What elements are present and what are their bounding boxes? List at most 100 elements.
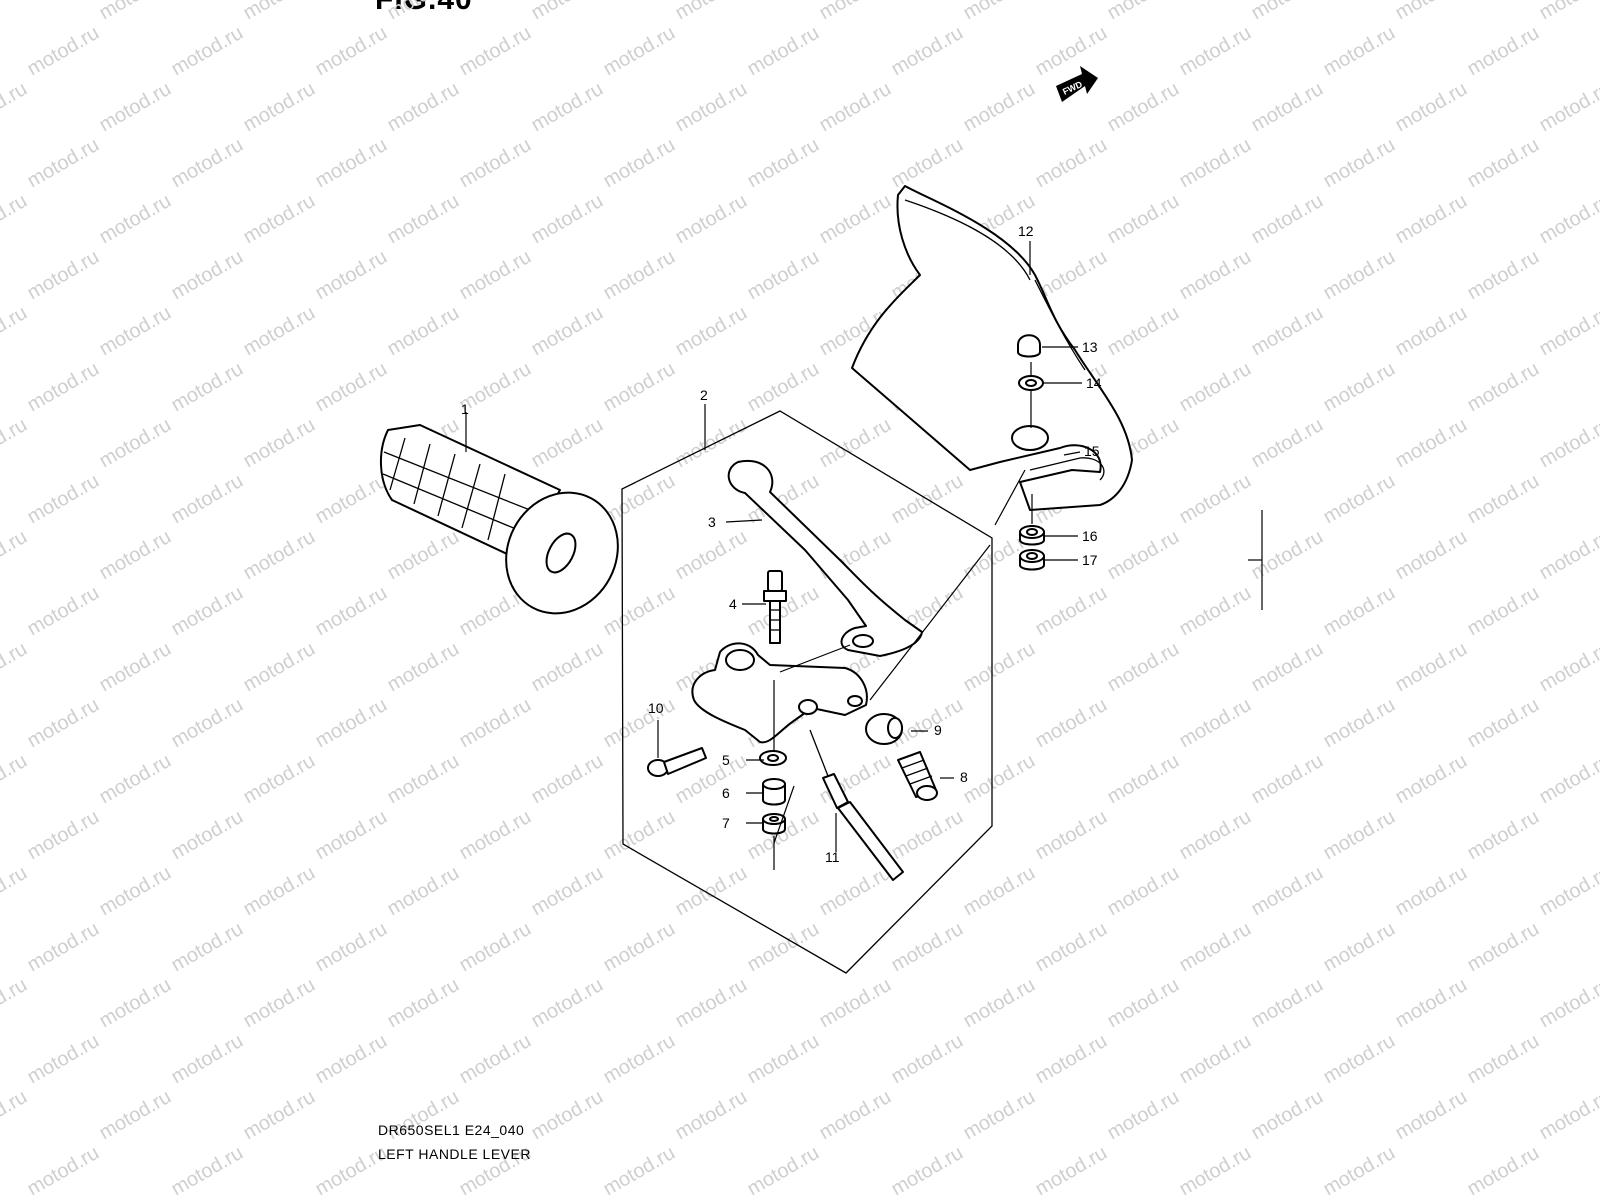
watermark-text: motod.ru bbox=[0, 190, 31, 249]
watermark-text: motod.ru bbox=[0, 78, 31, 137]
watermark-text: motod.ru bbox=[1320, 134, 1399, 193]
watermark-text: motod.ru bbox=[960, 862, 1039, 921]
callout-labels: 1 2 3 4 5 6 7 8 9 10 11 12 13 14 15 16 1… bbox=[461, 223, 1102, 865]
watermark-text: motod.ru bbox=[888, 1142, 967, 1200]
guard-nut-upper bbox=[1019, 525, 1045, 546]
watermark-text: motod.ru bbox=[1392, 526, 1471, 585]
watermark-text: motod.ru bbox=[456, 22, 535, 81]
watermark-text: motod.ru bbox=[168, 246, 247, 305]
watermark-text: motod.ru bbox=[816, 78, 895, 137]
guard-washer bbox=[1018, 375, 1044, 391]
callout-6: 6 bbox=[722, 785, 730, 801]
watermark-text: motod.ru bbox=[1176, 1142, 1255, 1200]
watermark-text: motod.ru bbox=[24, 1030, 103, 1089]
watermark-text: motod.ru bbox=[1392, 862, 1471, 921]
watermark-text: motod.ru bbox=[528, 638, 607, 697]
callout-17: 17 bbox=[1082, 552, 1098, 568]
watermark-text: motod.ru bbox=[312, 246, 391, 305]
watermark-text: motod.ru bbox=[1032, 1142, 1111, 1200]
watermark-text: motod.ru bbox=[456, 694, 535, 753]
callout-7: 7 bbox=[722, 815, 730, 831]
watermark-text: motod.ru bbox=[1104, 78, 1183, 137]
watermark-text: motod.ru bbox=[0, 638, 31, 697]
figure-name: LEFT HANDLE LEVER bbox=[378, 1146, 531, 1162]
watermark-text: motod.ru bbox=[672, 78, 751, 137]
callout-8: 8 bbox=[960, 769, 968, 785]
watermark-text: motod.ru bbox=[1248, 414, 1327, 473]
watermark-text: motod.ru bbox=[1392, 0, 1471, 24]
watermark-text: motod.ru bbox=[816, 190, 895, 249]
watermark-text: motod.ru bbox=[1248, 1086, 1327, 1145]
watermark-text: motod.ru bbox=[888, 918, 967, 977]
watermark-text: motod.ru bbox=[528, 190, 607, 249]
watermark-text: motod.ru bbox=[888, 134, 967, 193]
watermark-text: motod.ru bbox=[168, 694, 247, 753]
watermark-text: motod.ru bbox=[1536, 1086, 1600, 1145]
watermark-text: motod.ru bbox=[24, 1142, 103, 1200]
watermark-text: motod.ru bbox=[1320, 694, 1399, 753]
watermark-text: motod.ru bbox=[1176, 246, 1255, 305]
watermark-text: motod.ru bbox=[384, 750, 463, 809]
watermark-text: motod.ru bbox=[24, 806, 103, 865]
watermark-text: motod.ru bbox=[1320, 22, 1399, 81]
watermark-text: motod.ru bbox=[528, 750, 607, 809]
watermark-text: motod.ru bbox=[24, 22, 103, 81]
watermark-text: motod.ru bbox=[24, 134, 103, 193]
watermark-text: motod.ru bbox=[1392, 190, 1471, 249]
watermark-text: motod.ru bbox=[168, 1142, 247, 1200]
watermark-text: motod.ru bbox=[1392, 638, 1471, 697]
watermark-text: motod.ru bbox=[744, 246, 823, 305]
watermark-text: motod.ru bbox=[1176, 358, 1255, 417]
watermark-text: motod.ru bbox=[816, 0, 895, 24]
watermark-text: motod.ru bbox=[312, 22, 391, 81]
watermark-text: motod.ru bbox=[0, 862, 31, 921]
watermark-text: motod.ru bbox=[168, 134, 247, 193]
watermark-text: motod.ru bbox=[312, 806, 391, 865]
watermark-text: motod.ru bbox=[384, 526, 463, 585]
watermark-text: motod.ru bbox=[312, 582, 391, 641]
watermark-text: motod.ru bbox=[1536, 526, 1600, 585]
watermark-text: motod.ru bbox=[240, 862, 319, 921]
watermark-text: motod.ru bbox=[384, 974, 463, 1033]
watermark-text: motod.ru bbox=[1464, 1142, 1543, 1200]
clutch-lever bbox=[727, 459, 923, 657]
watermark-text: motod.ru bbox=[672, 1086, 751, 1145]
watermark-text: motod.ru bbox=[168, 806, 247, 865]
watermark-text: motod.ru bbox=[672, 974, 751, 1033]
watermark-text: motod.ru bbox=[312, 918, 391, 977]
watermark-text: motod.ru bbox=[1176, 694, 1255, 753]
watermark-text: motod.ru bbox=[456, 134, 535, 193]
guard-nut-lower bbox=[1019, 549, 1045, 571]
watermark-text: motod.ru bbox=[312, 358, 391, 417]
watermark-text: motod.ru bbox=[240, 1086, 319, 1145]
watermark-text: motod.ru bbox=[384, 78, 463, 137]
fwd-arrow-icon: FWD bbox=[1056, 66, 1098, 102]
watermark-text: motod.ru bbox=[96, 78, 175, 137]
adjuster-cover bbox=[865, 713, 903, 745]
watermark-text: motod.ru bbox=[1392, 750, 1471, 809]
watermark-text: motod.ru bbox=[96, 414, 175, 473]
watermark-text: motod.ru bbox=[1248, 750, 1327, 809]
watermark-text: motod.ru bbox=[240, 190, 319, 249]
watermark-text: motod.ru bbox=[960, 0, 1039, 24]
watermark-text: motod.ru bbox=[600, 358, 679, 417]
collar bbox=[762, 778, 786, 806]
watermark-text: motod.ru bbox=[1104, 0, 1183, 24]
watermark-text: motod.ru bbox=[96, 526, 175, 585]
watermark-text: motod.ru bbox=[600, 1142, 679, 1200]
watermark-text: motod.ru bbox=[528, 302, 607, 361]
callout-14: 14 bbox=[1086, 375, 1102, 391]
watermark-text: motod.ru bbox=[1032, 134, 1111, 193]
watermark-text: motod.ru bbox=[0, 414, 31, 473]
watermark-text: motod.ru bbox=[600, 1030, 679, 1089]
watermark-text: motod.ru bbox=[744, 1030, 823, 1089]
watermark-text: motod.ru bbox=[672, 302, 751, 361]
watermark-text: motod.ru bbox=[744, 134, 823, 193]
watermark-text: motod.ru bbox=[1104, 750, 1183, 809]
watermark-text: motod.ru bbox=[1104, 302, 1183, 361]
callout-13: 13 bbox=[1082, 339, 1098, 355]
callout-5: 5 bbox=[722, 752, 730, 768]
model-code: DR650SEL1 E24_040 bbox=[378, 1122, 525, 1138]
watermark-text: motod.ru bbox=[240, 974, 319, 1033]
